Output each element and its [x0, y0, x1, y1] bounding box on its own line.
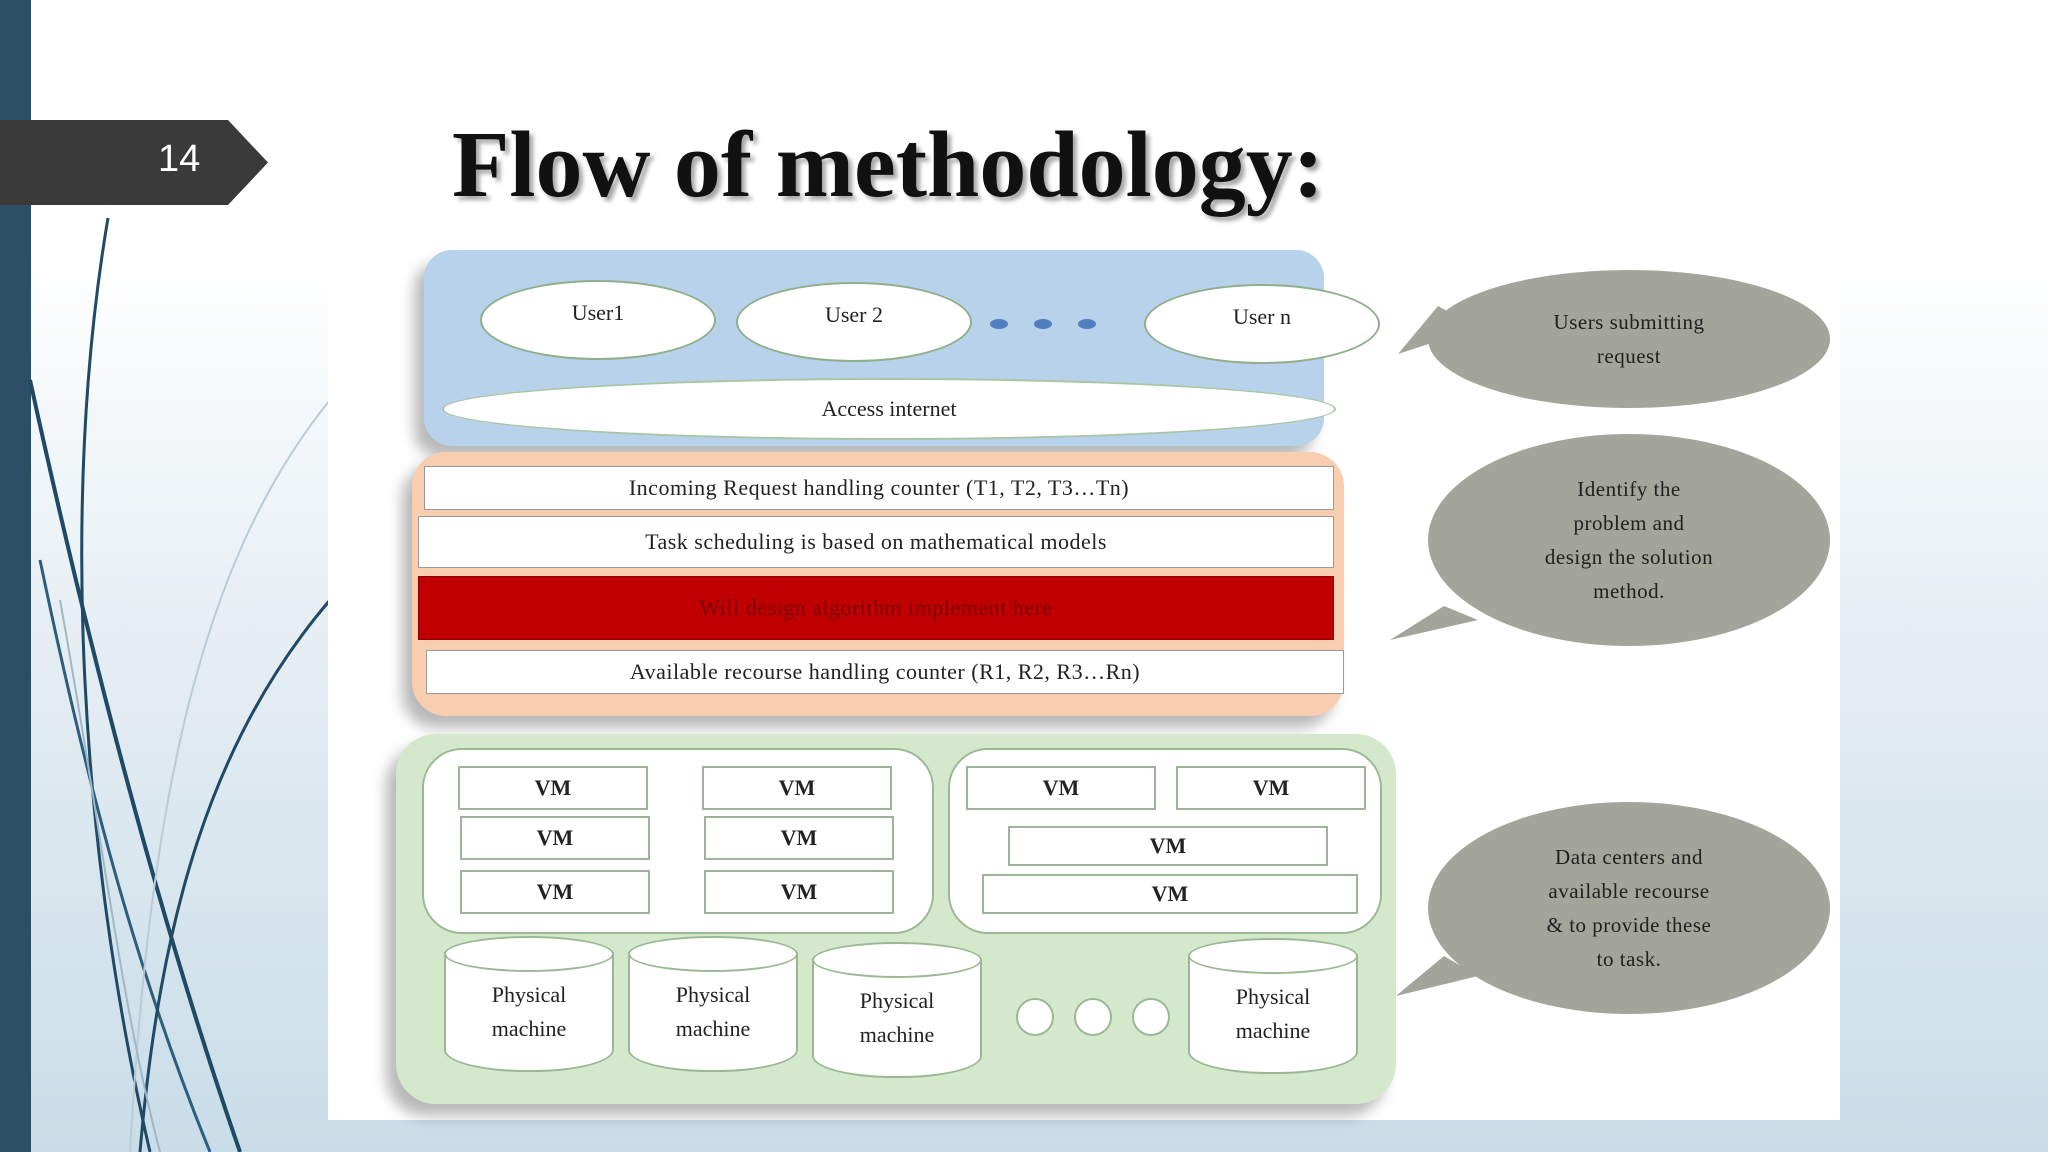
- cylinder-body: [812, 958, 982, 1078]
- task-scheduling-label: Task scheduling is based on mathematical…: [645, 529, 1107, 554]
- incoming-request-row: Incoming Request handling counter (T1, T…: [424, 466, 1334, 510]
- ellipsis-circle: [1074, 998, 1112, 1036]
- callout-text: Identify the: [1577, 477, 1681, 501]
- vm-label: VM: [1252, 775, 1290, 800]
- vm-box: VM: [1008, 826, 1328, 866]
- physical-machine-label: Physical machine: [444, 978, 614, 1046]
- vm-box: VM: [460, 870, 650, 914]
- pm-line1: Physical: [491, 982, 567, 1007]
- callout-text: problem and: [1573, 511, 1685, 535]
- methodology-diagram: User1 User 2 User n Access internet Inco…: [328, 236, 1840, 1120]
- incoming-request-label: Incoming Request handling counter (T1, T…: [628, 475, 1130, 500]
- pm-line2: machine: [859, 1022, 935, 1047]
- available-resource-row: Available recourse handling counter (R1,…: [426, 650, 1344, 694]
- slide-number: 14: [158, 138, 201, 180]
- ellipsis-dot: [990, 319, 1008, 329]
- vm-label: VM: [1149, 833, 1187, 858]
- vm-label: VM: [1151, 881, 1189, 906]
- callout-text: Data centers and: [1555, 845, 1703, 869]
- cylinder-top: [1188, 938, 1358, 974]
- scheduling-layer: Incoming Request handling counter (T1, T…: [412, 452, 1344, 716]
- cylinder-top: [628, 936, 798, 972]
- pm-line2: machine: [491, 1016, 567, 1041]
- pm-line1: Physical: [1235, 984, 1311, 1009]
- vm-box: VM: [702, 766, 892, 810]
- cylinder-top: [444, 936, 614, 972]
- user-2-ellipse: User 2: [736, 282, 972, 362]
- physical-machine-label: Physical machine: [628, 978, 798, 1046]
- vm-box: VM: [704, 816, 894, 860]
- user-1-ellipse: User1: [480, 280, 716, 360]
- vm-label: VM: [778, 775, 816, 800]
- physical-machine-label: Physical machine: [812, 984, 982, 1052]
- pm-line1: Physical: [859, 988, 935, 1013]
- user-1-label: User1: [571, 300, 625, 325]
- ellipsis-dot: [1078, 319, 1096, 329]
- ellipsis-circle: [1016, 998, 1054, 1036]
- vm-label: VM: [780, 879, 818, 904]
- ellipsis-dot: [1034, 319, 1052, 329]
- cylinder-body: [444, 952, 614, 1072]
- user-2-label: User 2: [824, 302, 884, 327]
- users-layer: User1 User 2 User n Access internet: [424, 250, 1380, 446]
- ellipsis-circle: [1132, 998, 1170, 1036]
- slide-title: Flow of methodology:: [452, 113, 1325, 217]
- cylinder-top: [812, 942, 982, 978]
- vm-box: VM: [966, 766, 1156, 810]
- vm-label: VM: [534, 775, 572, 800]
- callout-text: request: [1596, 344, 1662, 368]
- pm-line2: machine: [675, 1016, 751, 1041]
- cylinder-body: [1188, 954, 1358, 1074]
- internet-label: Access internet: [821, 396, 957, 421]
- datacenter-layer: VM VM VM VM VM VM VM VM VM VM Physical m…: [396, 734, 1396, 1104]
- callout-text: to task.: [1596, 947, 1662, 971]
- user-n-label: User n: [1232, 304, 1292, 329]
- algorithm-label: Will design algorithm implement here: [699, 595, 1053, 620]
- vm-label: VM: [536, 825, 574, 850]
- physical-machine: Physical machine: [1188, 938, 1358, 1076]
- callout-text: available recourse: [1548, 879, 1710, 903]
- vm-box: VM: [1176, 766, 1366, 810]
- decorative-curves: [28, 217, 332, 1152]
- physical-machine-label: Physical machine: [1188, 980, 1358, 1048]
- vm-group-right: VM VM VM VM: [948, 748, 1382, 934]
- available-resource-label: Available recourse handling counter (R1,…: [629, 659, 1141, 684]
- slide-number-tag: 14: [0, 120, 268, 205]
- callout-datacenters: Data centers and available recourse & to…: [1428, 802, 1830, 1014]
- vm-box: VM: [460, 816, 650, 860]
- callout-text: & to provide these: [1546, 913, 1712, 937]
- callout-text: Users submitting: [1553, 310, 1705, 334]
- vm-box: VM: [982, 874, 1358, 914]
- algorithm-row: Will design algorithm implement here: [418, 576, 1334, 640]
- physical-machine: Physical machine: [812, 942, 982, 1080]
- callout-solution: Identify the problem and design the solu…: [1428, 434, 1830, 646]
- pm-line1: Physical: [675, 982, 751, 1007]
- physical-machine: Physical machine: [628, 936, 798, 1074]
- vm-label: VM: [780, 825, 818, 850]
- vm-group-left: VM VM VM VM VM VM: [422, 748, 934, 934]
- callout-text: method.: [1593, 579, 1665, 603]
- vm-box: VM: [704, 870, 894, 914]
- internet-cloud: Access internet: [442, 378, 1336, 440]
- cylinder-body: [628, 952, 798, 1072]
- callout-text: design the solution: [1544, 545, 1714, 569]
- pm-line2: machine: [1235, 1018, 1311, 1043]
- vm-label: VM: [536, 879, 574, 904]
- vm-box: VM: [458, 766, 648, 810]
- physical-machine: Physical machine: [444, 936, 614, 1074]
- vm-label: VM: [1042, 775, 1080, 800]
- task-scheduling-row: Task scheduling is based on mathematical…: [418, 516, 1334, 568]
- callout-users: Users submitting request: [1428, 270, 1830, 408]
- user-n-ellipse: User n: [1144, 284, 1380, 364]
